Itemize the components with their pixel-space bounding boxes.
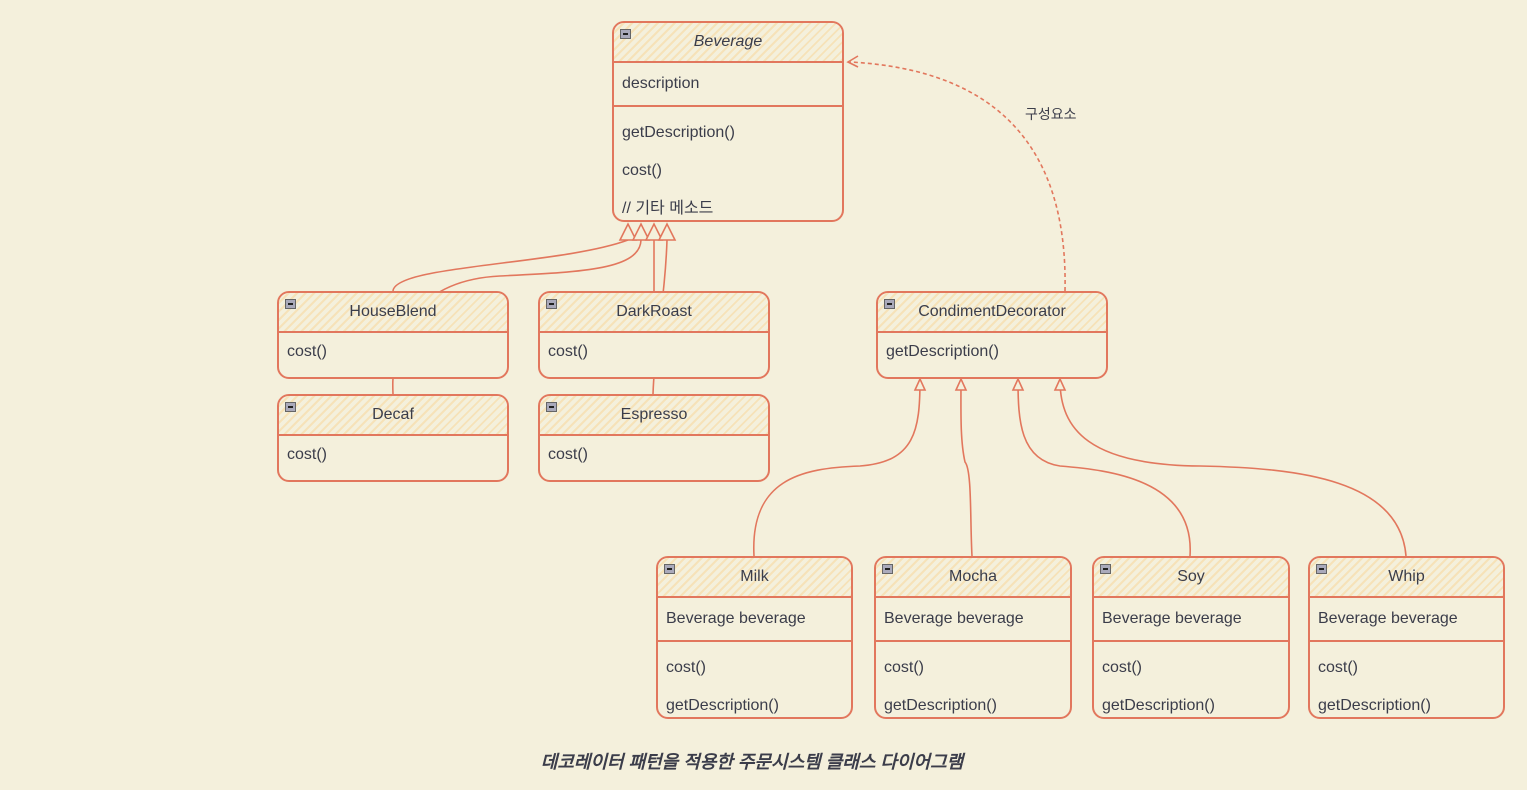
class-header: Espresso bbox=[540, 396, 768, 436]
composition-label: 구성요소 bbox=[1025, 106, 1077, 122]
class-houseblend[interactable]: HouseBlend cost() bbox=[277, 291, 509, 379]
attribute[interactable]: Beverage beverage bbox=[666, 610, 806, 627]
method[interactable]: cost() bbox=[548, 446, 588, 463]
inherit-arrowhead bbox=[1053, 377, 1067, 391]
collapse-icon[interactable] bbox=[1100, 564, 1111, 574]
inherit-mocha bbox=[960, 379, 973, 557]
method[interactable]: getDescription() bbox=[1318, 697, 1431, 714]
composition-link bbox=[849, 61, 1066, 292]
inherit-arrowhead bbox=[1011, 377, 1025, 391]
class-name: DarkRoast bbox=[616, 303, 692, 320]
method[interactable]: cost() bbox=[666, 659, 706, 676]
collapse-icon[interactable] bbox=[882, 564, 893, 574]
class-name: Soy bbox=[1177, 568, 1205, 585]
attribute[interactable]: description bbox=[622, 75, 700, 92]
method[interactable]: cost() bbox=[622, 162, 662, 179]
inherit-soy bbox=[1017, 379, 1191, 557]
class-name: HouseBlend bbox=[349, 303, 437, 320]
class-name: Mocha bbox=[948, 568, 998, 585]
class-decaf[interactable]: Decaf cost() bbox=[277, 394, 509, 482]
class-header: Soy bbox=[1094, 558, 1288, 598]
method[interactable]: cost() bbox=[548, 343, 588, 360]
class-beverage[interactable]: Beverage description getDescription() co… bbox=[612, 21, 844, 222]
collapse-icon[interactable] bbox=[546, 299, 557, 309]
inherit-arrowhead bbox=[657, 222, 677, 241]
class-name: Whip bbox=[1388, 568, 1425, 585]
attribute[interactable]: Beverage beverage bbox=[884, 610, 1024, 627]
collapse-icon[interactable] bbox=[1316, 564, 1327, 574]
composition-arrowhead bbox=[846, 55, 859, 68]
class-header: Decaf bbox=[279, 396, 507, 436]
method[interactable]: getDescription() bbox=[622, 124, 735, 141]
class-mocha[interactable]: Mocha Beverage beverage cost() getDescrip… bbox=[874, 556, 1072, 719]
class-name: Espresso bbox=[620, 406, 688, 423]
inherit-arrowhead bbox=[631, 222, 651, 241]
class-header: Mocha bbox=[876, 558, 1070, 598]
inherit-arrowhead bbox=[954, 377, 968, 391]
method[interactable]: cost() bbox=[287, 446, 327, 463]
class-darkroast[interactable]: DarkRoast cost() bbox=[538, 291, 770, 379]
class-soy[interactable]: Soy Beverage beverage cost() getDescripti… bbox=[1092, 556, 1290, 719]
class-header: Beverage bbox=[614, 23, 842, 63]
attribute[interactable]: Beverage beverage bbox=[1102, 610, 1242, 627]
class-header: Whip bbox=[1310, 558, 1503, 598]
attribute[interactable]: Beverage beverage bbox=[1318, 610, 1458, 627]
class-header: HouseBlend bbox=[279, 293, 507, 333]
method[interactable]: getDescription() bbox=[886, 343, 999, 360]
class-whip[interactable]: Whip Beverage beverage cost() getDescript… bbox=[1308, 556, 1505, 719]
class-name: Milk bbox=[740, 568, 769, 585]
method[interactable]: getDescription() bbox=[1102, 697, 1215, 714]
collapse-icon[interactable] bbox=[884, 299, 895, 309]
class-header: DarkRoast bbox=[540, 293, 768, 333]
inherit-houseblend bbox=[392, 239, 629, 292]
inherit-arrowhead bbox=[644, 222, 664, 241]
inherit-arrowhead bbox=[913, 377, 927, 391]
diagram-caption: 데코레이터 패턴을 적용한 주문시스템 클래스 다이어그램 bbox=[540, 752, 964, 772]
method[interactable]: cost() bbox=[1102, 659, 1142, 676]
class-name: CondimentDecorator bbox=[918, 303, 1066, 320]
collapse-icon[interactable] bbox=[620, 29, 631, 39]
class-espresso[interactable]: Espresso cost() bbox=[538, 394, 770, 482]
method[interactable]: getDescription() bbox=[884, 697, 997, 714]
method[interactable]: // 기타 메소드 bbox=[622, 200, 714, 217]
class-condiment-decorator[interactable]: CondimentDecorator getDescription() bbox=[876, 291, 1108, 379]
inherit-whip bbox=[1059, 379, 1407, 557]
method[interactable]: cost() bbox=[287, 343, 327, 360]
inherit-arrowhead bbox=[618, 222, 638, 241]
class-name: Beverage bbox=[693, 33, 763, 50]
method[interactable]: getDescription() bbox=[666, 697, 779, 714]
collapse-icon[interactable] bbox=[285, 299, 296, 309]
collapse-icon[interactable] bbox=[664, 564, 675, 574]
inherit-milk bbox=[753, 379, 921, 557]
method[interactable]: cost() bbox=[884, 659, 924, 676]
collapse-icon[interactable] bbox=[546, 402, 557, 412]
method[interactable]: cost() bbox=[1318, 659, 1358, 676]
class-header: Milk bbox=[658, 558, 851, 598]
class-milk[interactable]: Milk Beverage beverage cost() getDescript… bbox=[656, 556, 853, 719]
class-name: Decaf bbox=[372, 406, 414, 423]
class-header: CondimentDecorator bbox=[878, 293, 1106, 333]
collapse-icon[interactable] bbox=[285, 402, 296, 412]
